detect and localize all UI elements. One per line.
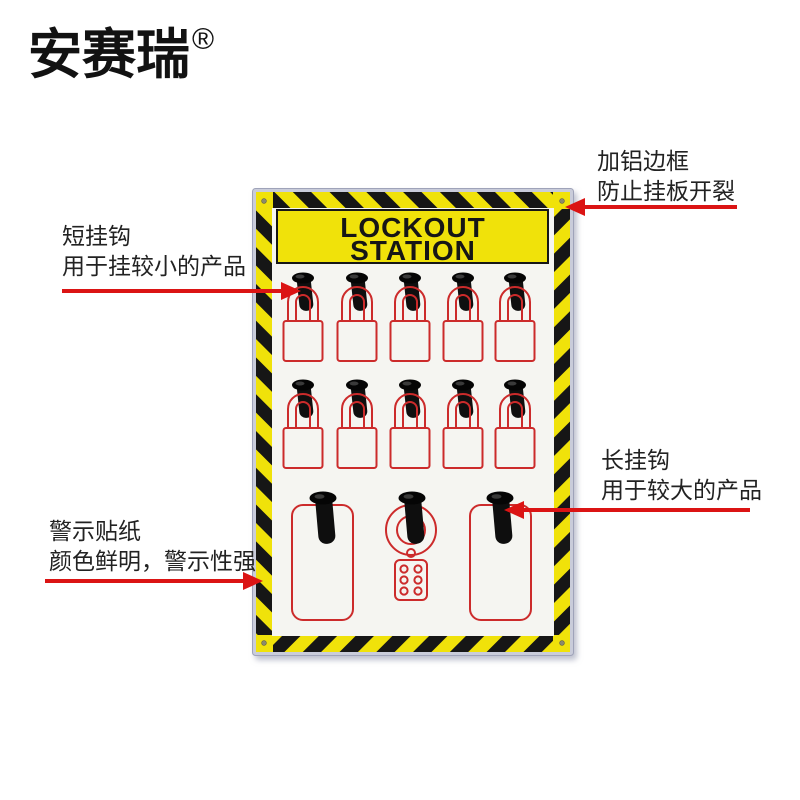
right-arrowhead-icon xyxy=(243,572,263,590)
left-arrowhead-icon xyxy=(504,501,524,519)
note-warning-sticker-line1: 警示贴纸 xyxy=(49,518,141,544)
hazard-border-bottom xyxy=(256,636,570,652)
left-arrowhead-icon xyxy=(565,198,585,216)
note-short-hook-line2: 用于挂较小的产品 xyxy=(62,253,246,279)
brand-logo: 安赛瑞® xyxy=(28,10,215,89)
hazard-border-top xyxy=(256,192,570,208)
board-header: LOCKOUT STATION xyxy=(276,209,549,266)
note-warning-sticker-line2: 颜色鲜明，警示性强 xyxy=(49,548,256,574)
right-arrowhead-icon xyxy=(281,282,301,300)
arrow-shaft xyxy=(62,289,282,293)
corner-screws xyxy=(261,198,565,646)
note-aluminum-frame-line2: 防止挂板开裂 xyxy=(597,178,735,204)
hazard-border-left xyxy=(256,192,272,652)
brand-logo-text: 安赛瑞 xyxy=(28,25,190,85)
note-long-hook: 长挂钩 用于较大的产品 xyxy=(601,445,762,505)
hazard-border-right xyxy=(554,192,570,652)
note-long-hook-line2: 用于较大的产品 xyxy=(601,477,762,503)
hasp-outline xyxy=(385,504,437,601)
arrow-shaft xyxy=(523,508,750,512)
arrow-shaft xyxy=(584,205,737,209)
arrow-shaft xyxy=(45,579,244,583)
note-short-hook-line1: 短挂钩 xyxy=(62,223,131,249)
board-panel xyxy=(272,208,554,636)
note-aluminum-frame: 加铝边框 防止挂板开裂 xyxy=(597,146,735,206)
board-title-line1: LOCKOUT xyxy=(340,212,485,243)
note-aluminum-frame-line1: 加铝边框 xyxy=(597,148,689,174)
board-title-line2: STATION xyxy=(350,235,476,266)
long-hook-row xyxy=(291,491,532,621)
registered-trademark-icon: ® xyxy=(192,23,215,56)
note-warning-sticker: 警示贴纸 颜色鲜明，警示性强 xyxy=(49,516,256,576)
lockout-station-board: LOCKOUT STATION xyxy=(252,188,574,656)
note-long-hook-line1: 长挂钩 xyxy=(601,447,670,473)
note-short-hook: 短挂钩 用于挂较小的产品 xyxy=(62,221,246,281)
